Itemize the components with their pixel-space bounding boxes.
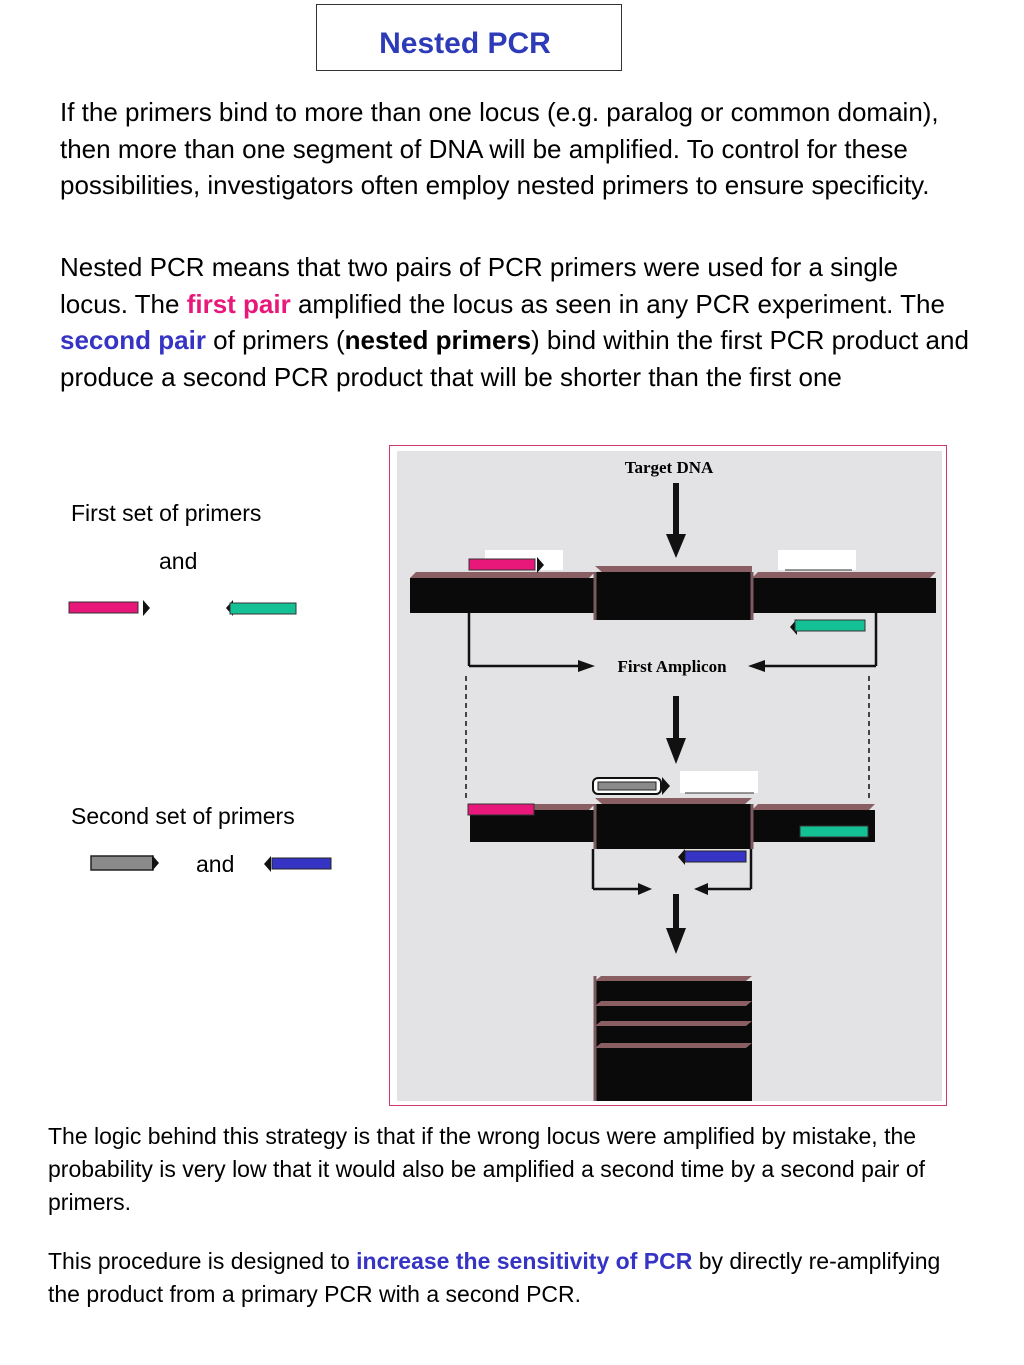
sensitivity-highlight: increase the sensitivity of PCR [356,1248,693,1274]
blue-primer-icon [678,849,747,865]
intro-paragraph: If the primers bind to more than one loc… [60,97,939,200]
label-box [778,550,856,570]
nested-pcr-paragraph: Nested PCR means that two pairs of PCR p… [60,249,970,395]
nested-product-stack [593,976,752,1101]
first-set-label: First set of primers [71,500,262,526]
nested-primers-bold: nested primers [344,325,532,355]
second-set-primer-arrows [90,855,332,872]
para2-text-1: Nested PCR means that two pairs of PCR p… [60,252,899,319]
label-box [680,771,758,793]
second-set-and-label: and [196,851,235,877]
first-amplicon-bracket [467,613,878,672]
gray-forward-primer-icon [90,855,159,871]
para2-text-3: of primers ( [205,325,345,355]
para4-text-1: This procedure is designed to [48,1248,357,1274]
page-title: Nested PCR [379,27,551,60]
pink-primer-icon [468,557,544,573]
green-primer-icon [799,825,869,838]
blue-reverse-primer-icon [264,856,332,872]
logic-paragraph: The logic behind this strategy is that i… [48,1123,926,1215]
target-dna-strip [410,566,936,620]
down-arrow-icon [666,483,686,558]
para4-text-2: by directly re-amplifying the product fr… [48,1248,941,1307]
first-amplicon-label: First Amplicon [617,657,727,676]
second-set-label: Second set of primers [71,803,295,829]
green-reverse-primer-icon [226,600,297,616]
first-set-primer-arrows [68,600,297,616]
first-pair-highlight: first pair [186,288,291,319]
pink-primer-icon [467,803,535,816]
second-pair-highlight: second pair [60,325,206,355]
para2-text-2: amplified the locus as seen in any PCR e… [290,288,945,319]
para2-text-4: ) bind within the first PCR product and … [60,325,969,392]
pink-forward-primer-icon [68,600,150,616]
second-amplicon-bracket [591,849,753,895]
target-dna-label: Target DNA [625,458,714,477]
down-arrow-icon [666,894,686,954]
nested-pcr-figure: Target DNA [389,445,947,1106]
figure-diagram: Target DNA [410,458,936,1101]
procedure-paragraph: This procedure is designed to increase t… [48,1245,978,1311]
first-set-and-label: and [159,548,198,574]
gray-primer-icon [592,777,670,795]
green-primer-icon [790,619,866,635]
title-box: Nested PCR [316,4,622,71]
down-arrow-icon [666,696,686,764]
